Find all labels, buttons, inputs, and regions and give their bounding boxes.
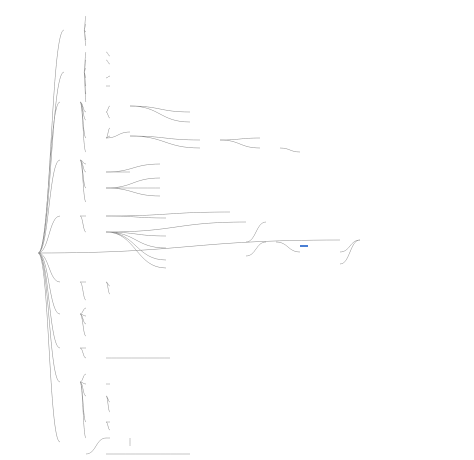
connector-line xyxy=(37,252,61,383)
highlight-callout[interactable] xyxy=(300,245,308,247)
connector-line xyxy=(79,281,87,301)
connector-line xyxy=(105,59,111,65)
connector-line xyxy=(105,221,247,233)
connector-line xyxy=(37,29,65,254)
connector-line xyxy=(245,221,267,243)
connector-line xyxy=(129,135,201,149)
connector-line xyxy=(37,252,61,315)
connector-line xyxy=(105,395,111,413)
connector-line xyxy=(79,215,87,233)
connector-line xyxy=(79,373,87,383)
connector-line xyxy=(37,252,61,349)
connector-line xyxy=(105,51,111,57)
connector-line xyxy=(85,437,107,455)
connector-line xyxy=(339,239,361,265)
connector-line xyxy=(105,75,111,79)
connector-line xyxy=(79,159,87,203)
connector-line xyxy=(129,105,191,113)
connector-line xyxy=(37,101,61,254)
connector-line xyxy=(105,281,111,295)
connector-line xyxy=(219,137,261,141)
connector-line xyxy=(279,147,301,153)
connector-line xyxy=(79,307,87,315)
connector-line xyxy=(105,215,167,219)
connector-line xyxy=(37,252,61,443)
connector-line xyxy=(79,313,87,337)
connector-line xyxy=(275,241,301,253)
connector-line xyxy=(79,381,87,439)
connector-line xyxy=(105,111,111,119)
connector-line xyxy=(219,139,261,149)
connector-line xyxy=(37,159,61,254)
connector-line xyxy=(339,239,361,253)
connector-line xyxy=(37,71,65,254)
connector-line xyxy=(105,177,161,189)
connector-line xyxy=(83,29,87,47)
connector-line xyxy=(105,421,111,431)
connector-line xyxy=(105,163,161,173)
connector-line xyxy=(105,231,167,249)
connector-line xyxy=(79,381,87,397)
connector-line xyxy=(129,105,191,123)
connector-line xyxy=(79,101,87,153)
connector-line xyxy=(105,105,111,113)
connector-line xyxy=(83,51,87,73)
connector-line xyxy=(79,347,87,359)
connector-line xyxy=(105,231,167,261)
connector-line xyxy=(105,131,131,139)
connector-line xyxy=(245,241,267,257)
connector-line xyxy=(105,127,111,139)
connector-line xyxy=(83,71,87,103)
connector-line xyxy=(105,231,167,269)
connector-line xyxy=(105,187,161,197)
connector-line xyxy=(37,239,341,254)
connector-line xyxy=(105,211,231,217)
